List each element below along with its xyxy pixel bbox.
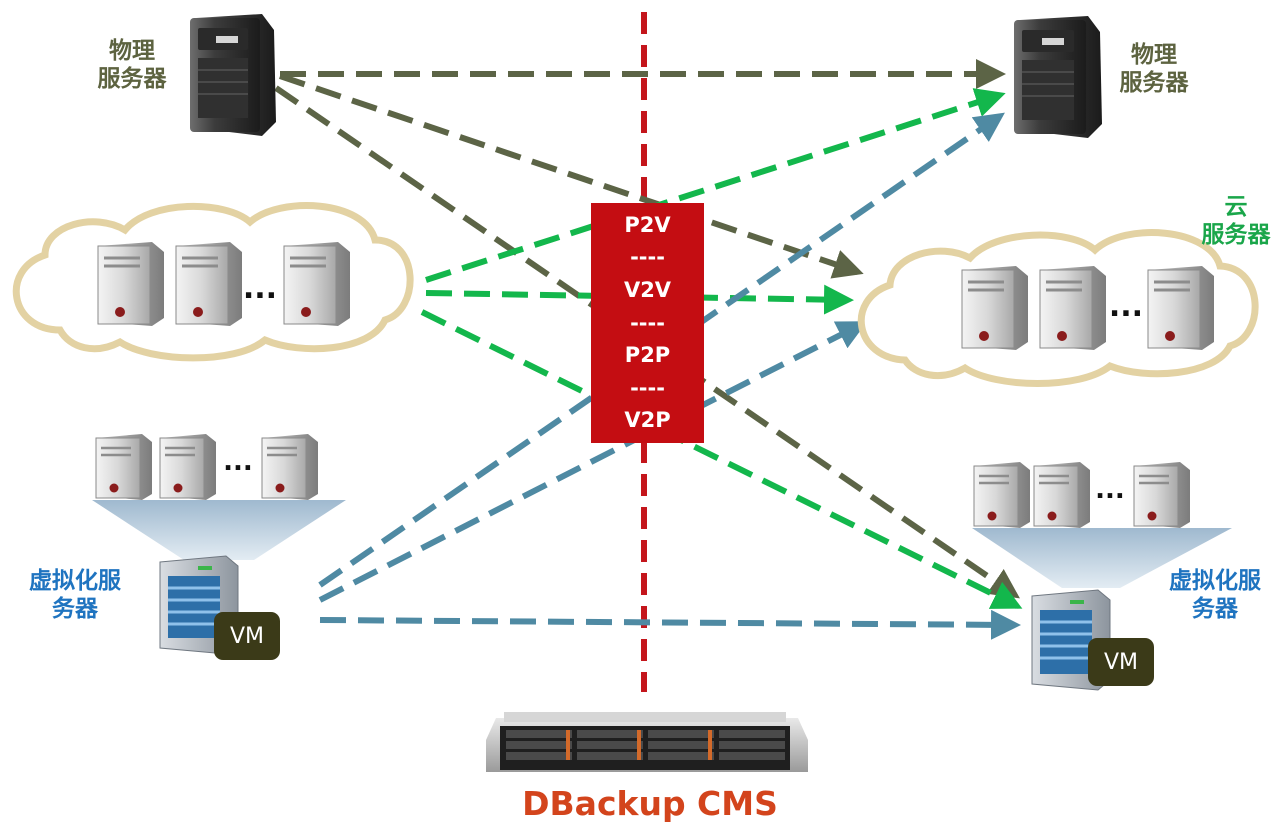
label-physical-right-line2: 服务器 [1119,69,1189,96]
label-cloud-right: 云 服务器 [1190,194,1282,249]
arrow-cloud-to-vm [420,309,1023,609]
mode-p2v: P2V [624,212,671,237]
product-title: DBackup CMS [522,784,778,823]
cloud-right-towers: ... [961,266,1214,350]
cloud-left-towers: ... [97,242,350,326]
mode-v2v: V2V [623,277,672,302]
arrow-cloud-to-physical [425,88,1006,283]
arrow-p2v-vm [274,85,1020,599]
label-cloud-right-line2: 服务器 [1201,221,1271,248]
label-physical-left: 物理 服务器 [78,38,186,93]
arrow-vm-to-physical [318,112,1005,588]
cloud-left: ... [12,202,414,362]
label-virtual-right: 虚拟化服 务器 [1150,568,1280,623]
vm-badge-right: VM [1088,638,1154,686]
virtual-arrows [318,112,1021,640]
label-physical-left-line2: 服务器 [97,65,167,92]
label-virtual-left-line1: 虚拟化服 [29,568,121,594]
virtual-funnel-left [92,500,346,560]
conversion-modes-box: P2V ---- V2V ---- P2P ---- V2P [591,203,704,443]
mode-v2p: V2P [624,408,671,433]
physical-server-left [190,14,276,136]
arrow-p2v-cloud [279,73,864,279]
vm-badge-left: VM [214,612,280,660]
virtual-left-ellipsis: ... [223,447,253,477]
physical-arrows [274,59,1020,599]
label-physical-right: 物理 服务器 [1100,42,1208,97]
label-virtual-right-line1: 虚拟化服 [1169,568,1261,594]
mode-separator-1: ---- [630,245,665,270]
mode-separator-2: ---- [630,310,665,335]
cloud-right-ellipsis: ... [1109,289,1143,324]
dbackup-cms-appliance [486,712,808,772]
arrow-vm-to-cloud [318,321,868,603]
label-virtual-right-line2: 务器 [1192,595,1238,622]
virtual-right-ellipsis: ... [1095,475,1125,505]
physical-server-right [1014,16,1102,138]
virtual-funnel-right [972,528,1232,588]
label-virtual-left: 虚拟化服 务器 [10,568,140,623]
mode-p2p: P2P [624,343,671,368]
mode-separator-3: ---- [630,375,665,400]
cloud-left-ellipsis: ... [243,271,277,306]
arrow-vm-to-vm [319,609,1021,640]
label-physical-right-line1: 物理 [1131,42,1177,68]
virtual-cluster-right: ... [972,462,1232,691]
label-physical-left-line1: 物理 [109,38,155,64]
label-virtual-left-line2: 务器 [52,595,98,622]
cloud-right: ... [857,229,1259,387]
label-cloud-right-line1: 云 [1224,194,1248,220]
